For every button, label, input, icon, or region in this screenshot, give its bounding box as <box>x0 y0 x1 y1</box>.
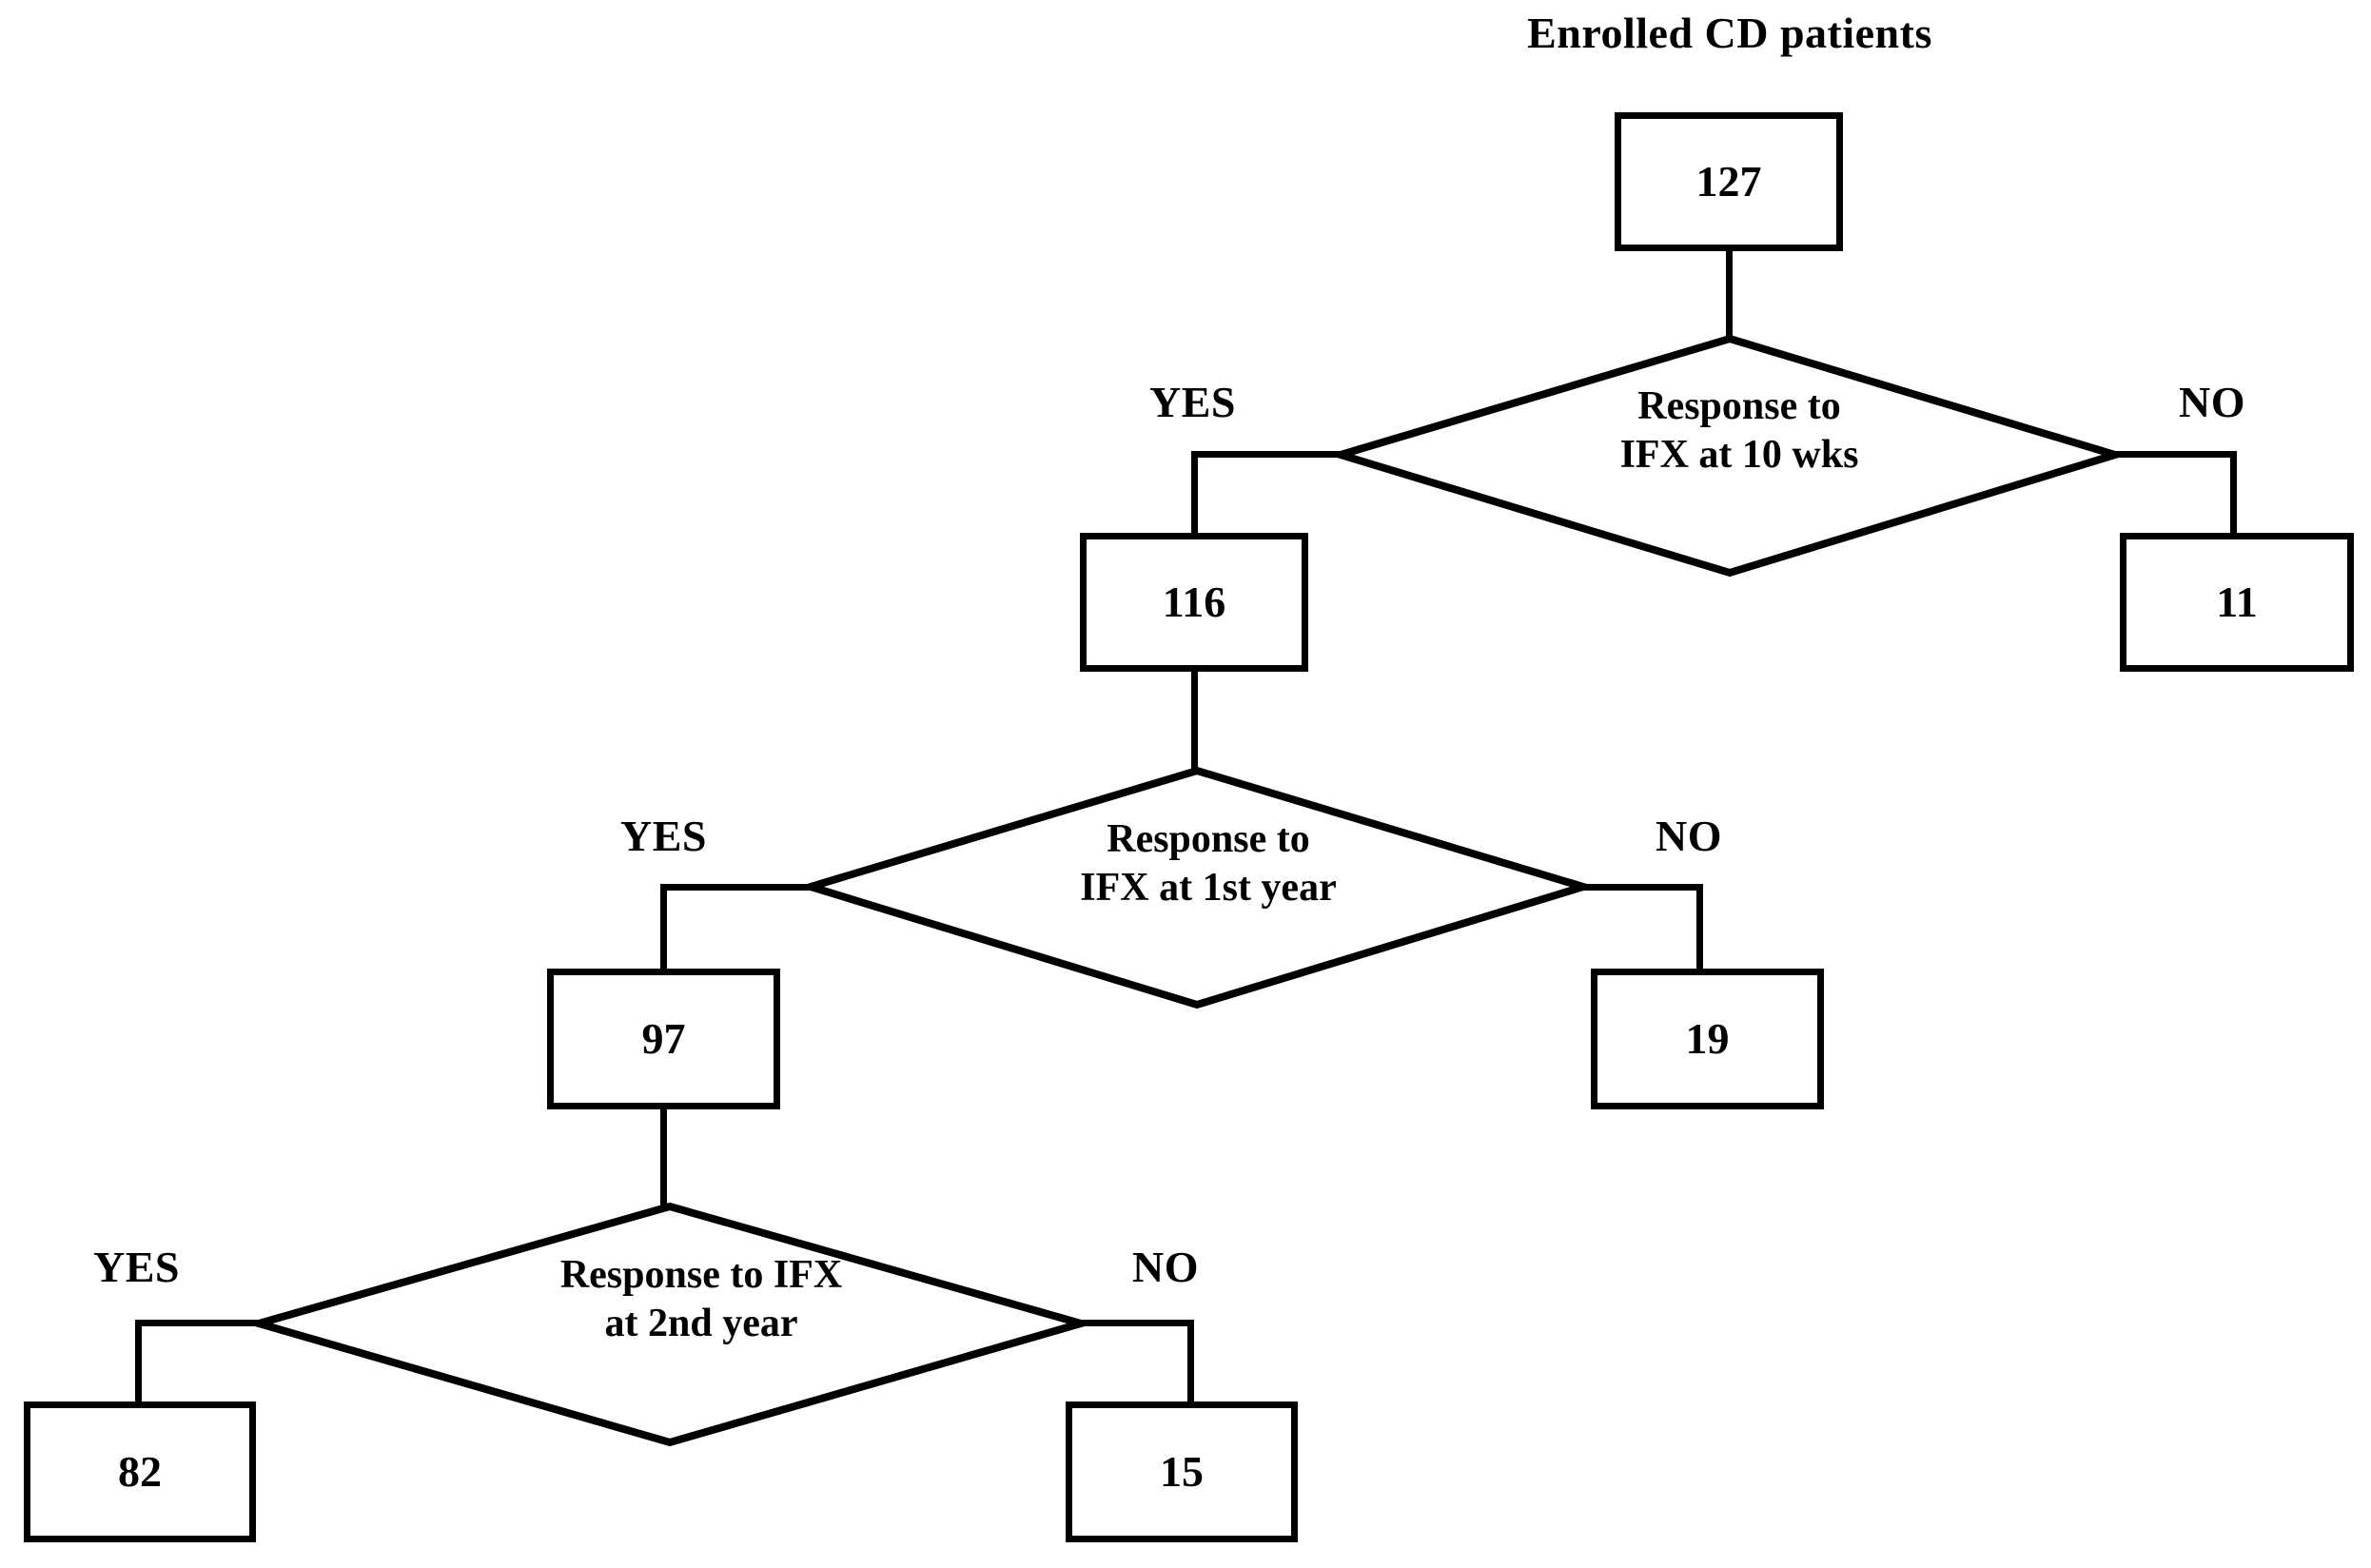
branch-label-yes-3: YES <box>93 1243 180 1291</box>
decision1-line1: Response to <box>1637 384 1841 428</box>
chart-title: Enrolled CD patients <box>1527 9 1932 57</box>
node-box-level2-yes: 97 <box>547 969 780 1109</box>
node-value-level2-no: 19 <box>1685 1014 1730 1063</box>
connector-decision1-no-vertical <box>2230 451 2237 539</box>
node-box-root: 127 <box>1615 112 1843 251</box>
branch-label-no-3: NO <box>1132 1243 1199 1291</box>
decision3-line1: Response to IFX <box>559 1253 843 1297</box>
node-value-level1-yes: 116 <box>1162 578 1226 626</box>
node-box-level1-yes: 116 <box>1080 533 1308 672</box>
connector-decision1-no-horizontal <box>2110 451 2237 458</box>
connector-decision1-yes-vertical <box>1191 451 1198 539</box>
node-value-level3-yes: 82 <box>118 1447 162 1496</box>
decision-diamond-2-label: Response to IFX at 1st year <box>1009 815 1408 912</box>
connector-level1yes-to-decision2 <box>1191 672 1198 772</box>
connector-decision2-yes-vertical <box>660 884 667 973</box>
connector-decision2-yes-horizontal <box>660 884 814 891</box>
decision-diamond-3 <box>245 1202 1095 1447</box>
decision-diamond-2-shape <box>797 766 1597 1009</box>
node-value-level2-yes: 97 <box>641 1014 686 1063</box>
decision-diamond-1 <box>1327 334 2128 578</box>
decision2-line2: IFX at 1st year <box>1080 866 1337 911</box>
node-value-level1-no: 11 <box>2216 578 2258 626</box>
connector-decision2-no-horizontal <box>1579 884 1703 891</box>
connector-decision2-no-vertical <box>1696 884 1703 973</box>
node-box-level3-no: 15 <box>1066 1401 1298 1542</box>
decision-diamond-3-label: Response to IFX at 2nd year <box>497 1251 906 1348</box>
node-value-root: 127 <box>1695 157 1762 206</box>
connector-decision3-no-horizontal <box>1075 1320 1194 1326</box>
decision-diamond-3-shape <box>245 1202 1095 1447</box>
node-value-level3-no: 15 <box>1160 1447 1204 1496</box>
decision-diamond-1-shape <box>1327 334 2128 578</box>
decision1-line2: IFX at 10 wks <box>1619 433 1859 478</box>
branch-label-yes-1: YES <box>1149 378 1236 426</box>
branch-label-no-2: NO <box>1656 812 1722 860</box>
node-box-level2-no: 19 <box>1591 969 1824 1109</box>
connector-decision3-no-vertical <box>1187 1320 1194 1407</box>
decision3-line2: at 2nd year <box>604 1302 798 1346</box>
connector-decision3-yes-horizontal <box>135 1320 265 1326</box>
connector-level2yes-to-decision3 <box>660 1109 667 1206</box>
branch-label-no-1: NO <box>2179 378 2245 426</box>
decision-diamond-1-label: Response to IFX at 10 wks <box>1539 382 1939 480</box>
node-box-level1-no: 11 <box>2120 533 2354 672</box>
node-box-level3-yes: 82 <box>24 1401 256 1542</box>
connector-decision1-yes-horizontal <box>1191 451 1345 458</box>
decision-diamond-2 <box>797 766 1597 1009</box>
connector-root-to-decision1 <box>1726 249 1733 340</box>
branch-label-yes-2: YES <box>620 812 707 860</box>
connector-decision3-yes-vertical <box>135 1320 142 1407</box>
decision2-line1: Response to <box>1107 817 1310 861</box>
